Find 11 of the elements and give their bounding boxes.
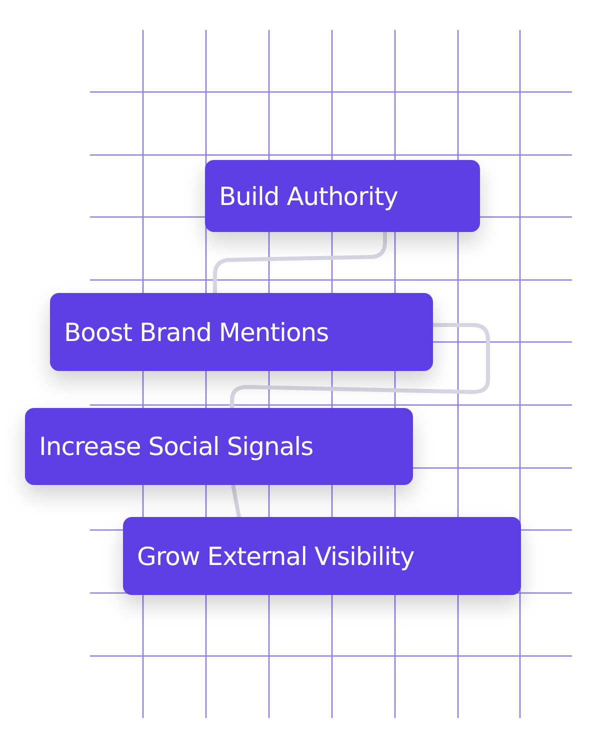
step-box bbox=[205, 160, 480, 232]
step-label: Boost Brand Mentions bbox=[64, 318, 329, 346]
step-box bbox=[25, 408, 413, 485]
connector-line bbox=[230, 323, 490, 408]
connector-line bbox=[213, 232, 387, 293]
step-label: Build Authority bbox=[219, 182, 398, 210]
step-box bbox=[123, 517, 521, 595]
step-label: Increase Social Signals bbox=[39, 432, 314, 461]
step-box bbox=[50, 293, 433, 371]
connector-line bbox=[231, 484, 241, 518]
step-label: Grow External Visibility bbox=[137, 542, 414, 570]
